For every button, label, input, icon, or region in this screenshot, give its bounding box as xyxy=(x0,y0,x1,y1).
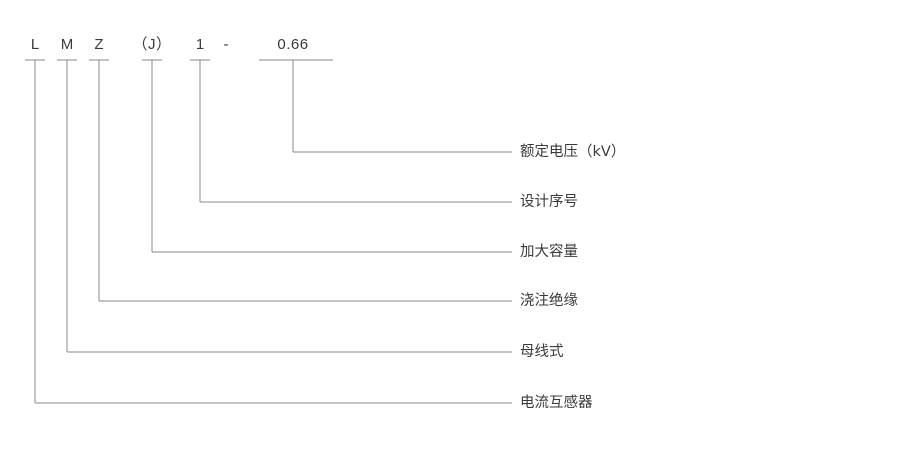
callout-label-capacity: 加大容量 xyxy=(520,243,578,260)
model-code-segment-M: M xyxy=(60,36,74,53)
model-code-segment-Z: Z xyxy=(94,36,104,53)
callout-label-insulation: 浇注绝缘 xyxy=(520,292,578,309)
model-code-segment-dash: - xyxy=(223,36,229,53)
callout-label-device: 电流互感器 xyxy=(520,394,593,411)
model-code-segment-L: L xyxy=(30,36,40,53)
model-code-segment-066: 0.66 xyxy=(277,36,309,53)
callout-label-voltage: 额定电压（kV） xyxy=(520,143,626,160)
callout-label-busbar: 母线式 xyxy=(520,343,564,360)
model-code-segment-J: （J） xyxy=(132,36,172,53)
model-code-segment-1: 1 xyxy=(195,36,205,53)
callout-label-series: 设计序号 xyxy=(520,193,578,210)
